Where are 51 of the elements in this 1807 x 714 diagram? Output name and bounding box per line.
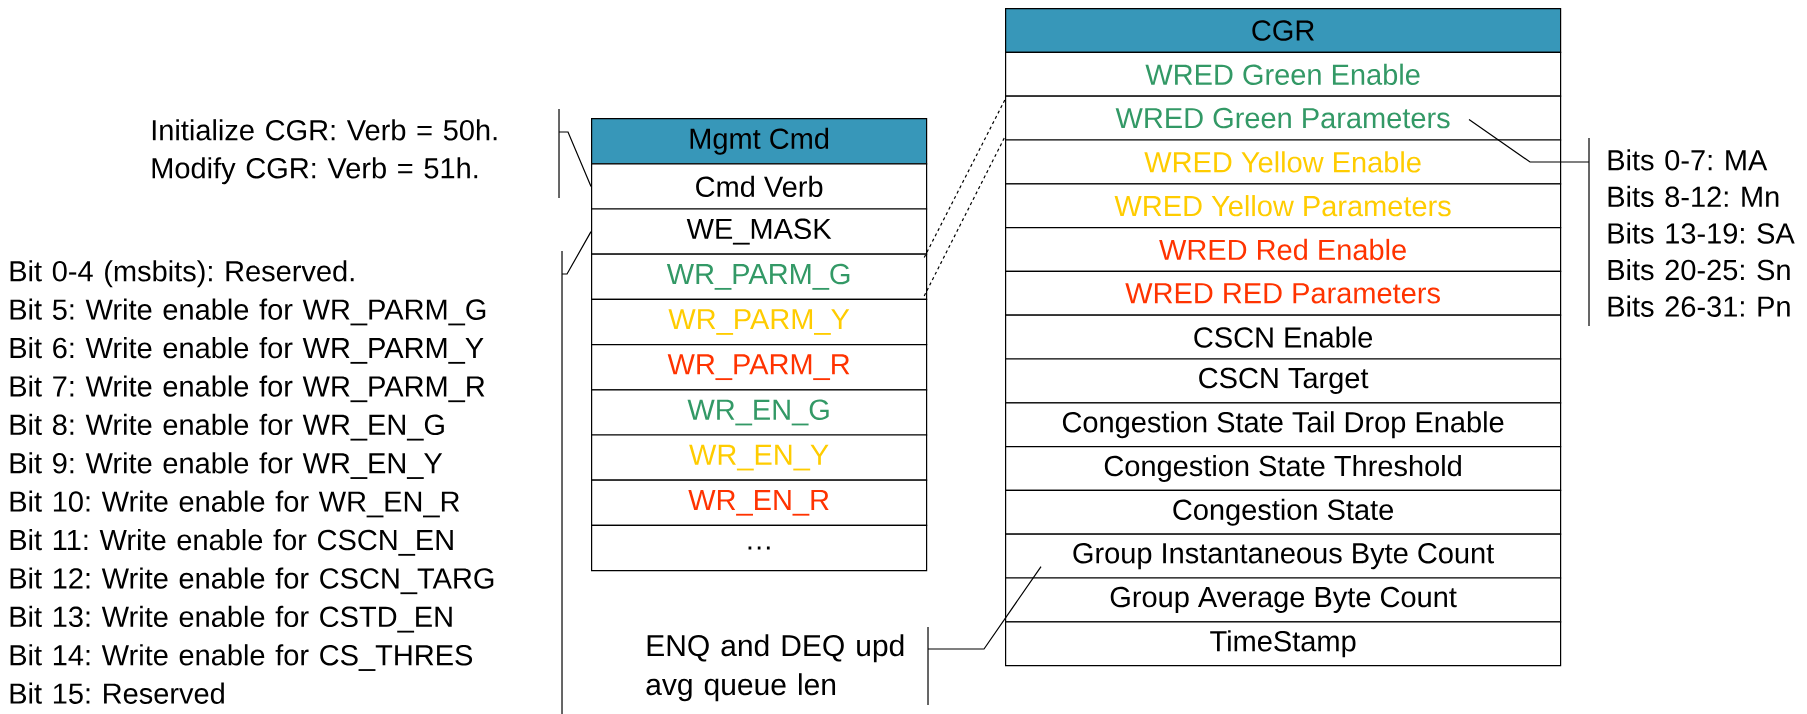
node-label: Bit 9: Write enable for WR_EN_Y: [10, 452, 443, 479]
leader-line: [558, 131, 592, 187]
table-row: …: [591, 524, 928, 572]
leader-line: [561, 231, 592, 275]
leader-line: [927, 566, 1042, 650]
table-row: Group Average Byte Count: [1005, 577, 1562, 623]
table-row: Group Instantaneous Byte Count: [1005, 533, 1562, 579]
node-label: Bit 13: Write enable for CSTD_EN: [10, 605, 452, 633]
node-label: Bits 8-12: Mn: [1608, 185, 1779, 208]
note-text: ENQ and DEQ upd avg queue len: [646, 634, 904, 702]
table-row: WR_EN_G: [591, 389, 928, 436]
node-label: Bits 0-7: MA: [1608, 149, 1768, 171]
table-row: WE_MASK: [591, 208, 928, 255]
table-row: CSCN Target: [1005, 358, 1562, 404]
table-row: WR_PARM_Y: [591, 298, 928, 346]
dashed-connector: [923, 99, 1006, 297]
node-label: Bit 12: Write enable for CSCN_TARG: [10, 567, 494, 595]
table-row: WRED RED Parameters: [1005, 270, 1562, 316]
table-row: WRED Yellow Parameters: [1005, 183, 1562, 229]
note-text: Bit 0-4 (msbits): Reserved. Bit 5: Write enable for WR_PARM_G Bit 6: Write enable for WR_PARM_Y Bit 7: Write enable for WR_PARM_R Bit 8: Write enable for WR_EN_G Bit 9: Write enable for WR_EN_Y Bit 10: Write enable for WR_EN_R Bit 11: Write enable for CSCN_EN Bit 12: Write enable for CSCN_TARG Bit 13: Write enable for CSTD_EN Bit 14: Write enable for CS_THRES Bit 15: Reserved: [10, 260, 494, 704]
table-row: WR_EN_R: [591, 479, 928, 526]
table-row: Congestion State: [1005, 489, 1562, 535]
node-label: Bit 0-4 (msbits): Reserved.: [10, 260, 354, 288]
node-label: Bit 10: Write enable for WR_EN_R: [10, 490, 460, 518]
note-text: Initialize CGR: Verb = 50h. Modify CGR: Verb = 51h.: [152, 119, 497, 185]
node-label: Bits 26-31: Pn: [1608, 295, 1790, 317]
leader-line: [1468, 119, 1590, 163]
table-row: Congestion State Threshold: [1005, 446, 1562, 491]
table-row: Congestion State Tail Drop Enable: [1005, 402, 1562, 448]
table-row: WRED Green Enable: [1005, 51, 1562, 97]
table-header: Mgmt Cmd: [591, 118, 928, 165]
table-row: WR_EN_Y: [591, 434, 928, 481]
node-label: Bit 8: Write enable for WR_EN_G: [10, 413, 444, 441]
table-row: CSCN Enable: [1005, 314, 1562, 360]
node-label: Bit 14: Write enable for CS_THRES: [10, 644, 473, 671]
table-row: WRED Yellow Enable: [1005, 139, 1562, 185]
node-label: Bit 5: Write enable for WR_PARM_G: [10, 298, 486, 326]
node-label: Bits 20-25: Sn: [1608, 258, 1790, 281]
table-row: WR_PARM_R: [591, 344, 928, 391]
note-text: Bits 0-7: MA Bits 8-12: Mn Bits 13-19: SA Bits 20-25: Sn Bits 26-31: Pn: [1608, 149, 1795, 317]
node-label: Bits 13-19: SA: [1608, 222, 1795, 244]
table-row: WRED Red Enable: [1005, 227, 1562, 272]
table-row: WR_PARM_G: [591, 253, 928, 300]
table-header: CGR: [1005, 8, 1562, 53]
node-label: Bit 6: Write enable for WR_PARM_Y: [10, 336, 484, 364]
node-label: Bit 11: Write enable for CSCN_EN: [10, 528, 453, 556]
table-row: WRED Green Parameters: [1005, 95, 1562, 141]
node-label: Bit 7: Write enable for WR_PARM_R: [10, 375, 485, 403]
table-row: TimeStamp: [1005, 621, 1562, 667]
table-row: Cmd Verb: [591, 163, 928, 210]
node-label: Bit 15: Reserved: [10, 682, 224, 704]
